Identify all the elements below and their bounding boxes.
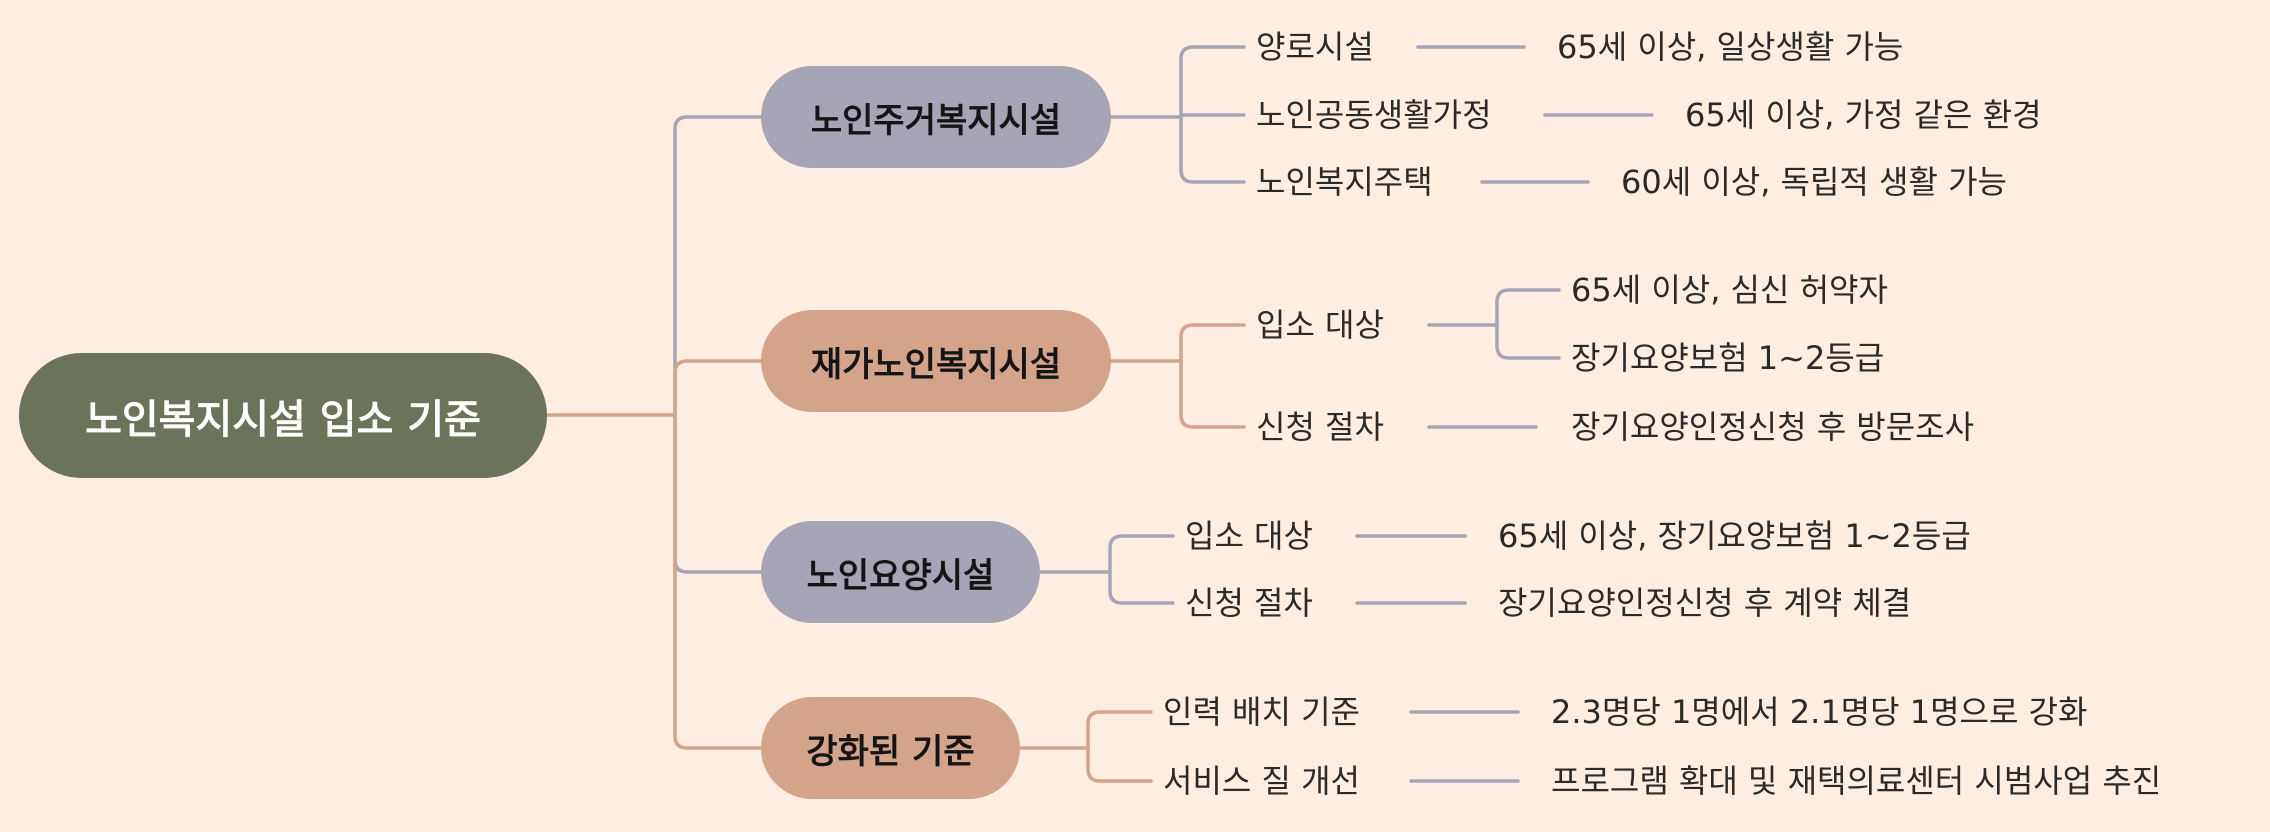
value-label: 65세 이상, 일상생활 가능 xyxy=(1557,28,1904,66)
item-connector xyxy=(1179,323,1246,363)
category-connector xyxy=(673,413,763,750)
item-connector xyxy=(1108,534,1175,574)
value-label: 프로그램 확대 및 재택의료센터 시범사업 추진 xyxy=(1551,762,2162,800)
category-connector xyxy=(673,115,763,417)
value-connector xyxy=(1495,323,1561,360)
category-connector xyxy=(673,413,763,574)
value-label: 65세 이상, 가정 같은 환경 xyxy=(1685,96,2042,134)
category-node: 노인요양시설 xyxy=(761,521,1040,623)
category-node: 강화된 기준 xyxy=(761,697,1020,799)
item-label: 양로시설 xyxy=(1256,28,1374,66)
item-label: 입소 대상 xyxy=(1185,517,1313,555)
value-label: 60세 이상, 독립적 생활 가능 xyxy=(1621,163,2007,201)
item-label: 신청 절차 xyxy=(1185,584,1313,622)
item-connector xyxy=(1086,710,1153,750)
item-label: 노인공동생활가정 xyxy=(1256,96,1492,134)
category-node: 재가노인복지시설 xyxy=(761,310,1111,412)
value-label: 65세 이상, 심신 허약자 xyxy=(1571,271,1888,309)
value-connector xyxy=(1495,288,1561,327)
category-connector xyxy=(673,359,763,417)
item-connector xyxy=(1108,570,1175,605)
value-label: 65세 이상, 장기요양보험 1~2등급 xyxy=(1498,517,1971,555)
item-label: 인력 배치 기준 xyxy=(1163,693,1360,731)
item-connector xyxy=(1179,115,1246,184)
root-node: 노인복지시설 입소 기준 xyxy=(19,353,547,478)
item-connector xyxy=(1179,45,1246,119)
item-connector xyxy=(1086,746,1153,783)
item-label: 노인복지주택 xyxy=(1256,163,1433,201)
item-label: 입소 대상 xyxy=(1256,306,1384,344)
value-label: 장기요양인정신청 후 방문조사 xyxy=(1571,408,1975,446)
category-node: 노인주거복지시설 xyxy=(761,66,1111,168)
item-label: 신청 절차 xyxy=(1256,408,1384,446)
value-label: 장기요양인정신청 후 계약 체결 xyxy=(1498,584,1912,622)
value-label: 2.3명당 1명에서 2.1명당 1명으로 강화 xyxy=(1551,693,2088,731)
item-label: 서비스 질 개선 xyxy=(1163,762,1360,800)
value-label: 장기요양보험 1~2등급 xyxy=(1571,339,1885,377)
item-connector xyxy=(1179,359,1246,429)
